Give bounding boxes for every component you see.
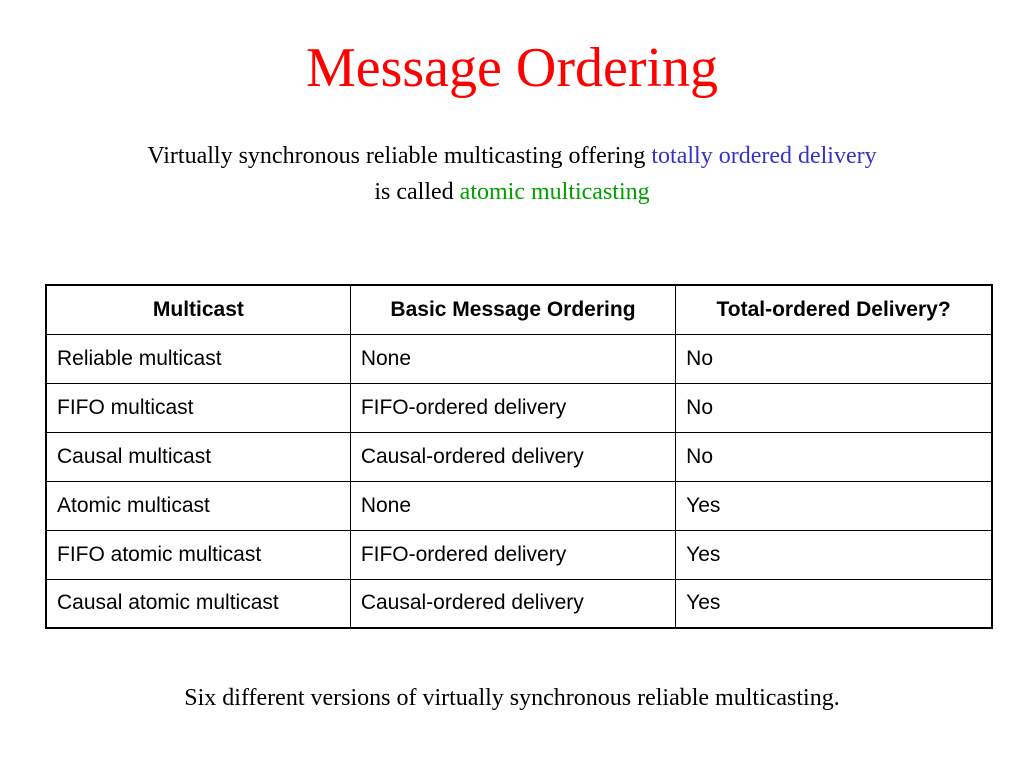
cell-multicast: FIFO atomic multicast — [45, 529, 351, 580]
table-header-row: Multicast Basic Message Ordering Total-o… — [45, 284, 993, 335]
cell-total-ordered: Yes — [675, 578, 993, 629]
cell-multicast: Causal multicast — [45, 431, 351, 482]
cell-basic-ordering: Causal-ordered delivery — [349, 431, 677, 482]
table-row: Causal atomic multicast Causal-ordered d… — [45, 578, 993, 629]
cell-basic-ordering: Causal-ordered delivery — [349, 578, 677, 629]
cell-total-ordered: Yes — [675, 529, 993, 580]
table-row: Causal multicast Causal-ordered delivery… — [45, 431, 993, 482]
header-total-ordered-delivery: Total-ordered Delivery? — [675, 284, 993, 335]
table-row: FIFO atomic multicast FIFO-ordered deliv… — [45, 529, 993, 580]
intro-line-2-text: is called — [374, 179, 460, 205]
table-caption: Six different versions of virtually sync… — [184, 685, 840, 711]
multicast-ordering-table: Multicast Basic Message Ordering Total-o… — [45, 284, 993, 629]
cell-total-ordered: No — [675, 431, 993, 482]
cell-basic-ordering: FIFO-ordered delivery — [349, 382, 677, 433]
intro-text: Virtually synchronous reliable multicast… — [0, 138, 1024, 210]
header-multicast: Multicast — [45, 284, 351, 335]
intro-line-1-text: Virtually synchronous reliable multicast… — [147, 143, 652, 169]
header-basic-message-ordering: Basic Message Ordering — [349, 284, 677, 335]
highlight-atomic-multicasting: atomic multicasting — [459, 179, 650, 205]
intro-line-2: is called atomic multicasting — [0, 174, 1024, 210]
cell-basic-ordering: FIFO-ordered delivery — [349, 529, 677, 580]
table-row: Atomic multicast None Yes — [45, 480, 993, 531]
cell-total-ordered: Yes — [675, 480, 993, 531]
highlight-totally-ordered-delivery: totally ordered delivery — [651, 143, 877, 169]
slide-title: Message Ordering — [305, 37, 719, 99]
cell-multicast: Causal atomic multicast — [45, 578, 351, 629]
cell-multicast: Reliable multicast — [45, 333, 351, 384]
cell-basic-ordering: None — [349, 333, 677, 384]
cell-multicast: FIFO multicast — [45, 382, 351, 433]
cell-basic-ordering: None — [349, 480, 677, 531]
table-row: FIFO multicast FIFO-ordered delivery No — [45, 382, 993, 433]
table-row: Reliable multicast None No — [45, 333, 993, 384]
cell-multicast: Atomic multicast — [45, 480, 351, 531]
cell-total-ordered: No — [675, 333, 993, 384]
intro-line-1: Virtually synchronous reliable multicast… — [0, 138, 1024, 174]
cell-total-ordered: No — [675, 382, 993, 433]
